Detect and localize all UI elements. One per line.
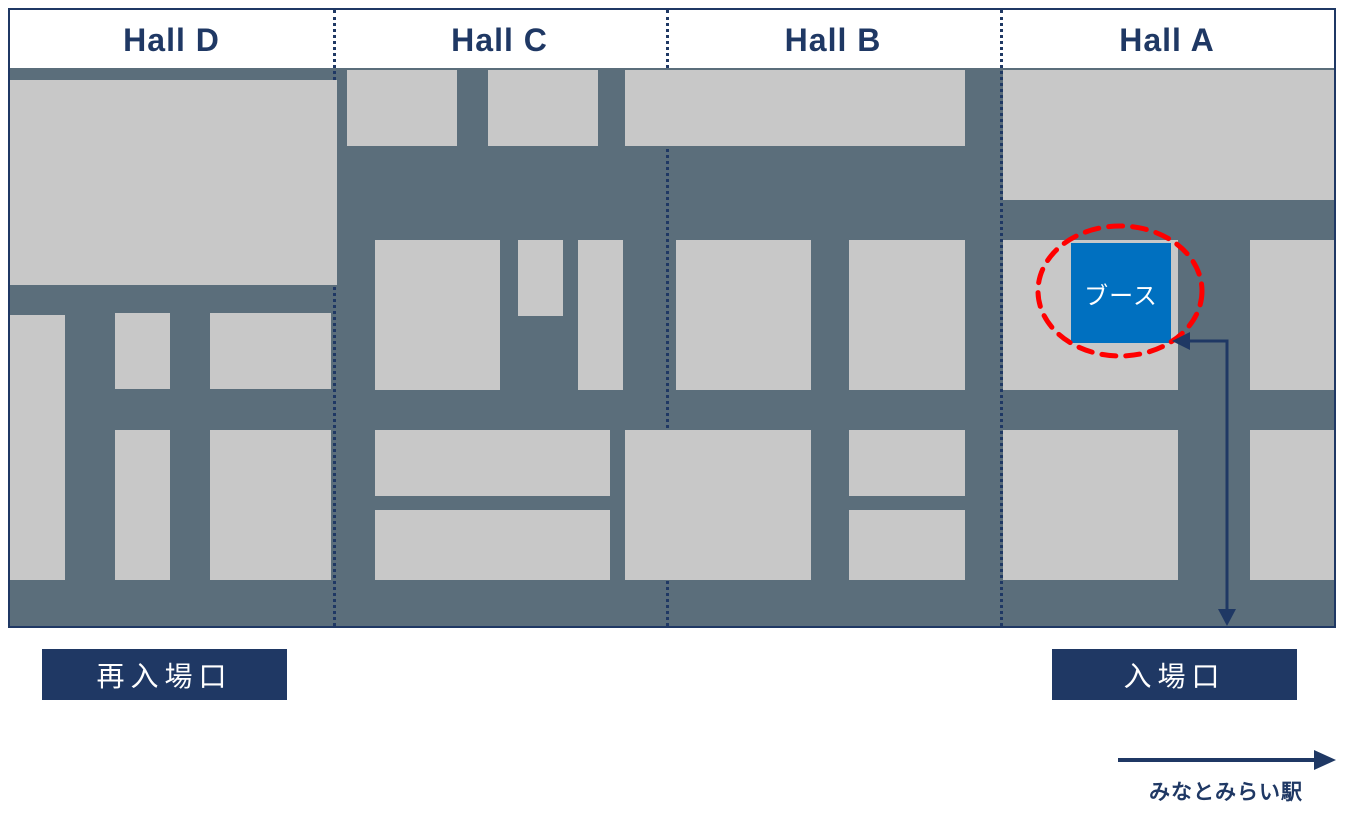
highlighted-booth-label: ブース <box>1084 282 1158 310</box>
hall-divider-b-a <box>1000 10 1003 626</box>
booth <box>210 430 331 580</box>
reentry-gate-text: 再入場口 <box>96 660 233 692</box>
booth <box>347 70 457 146</box>
booth <box>375 510 610 580</box>
booth <box>625 430 811 580</box>
booth <box>676 240 811 390</box>
booth <box>115 430 170 580</box>
entrance-gate-label: 入場口 <box>1052 649 1297 700</box>
hall-label-b: Hall B <box>784 22 882 58</box>
booth <box>375 430 610 496</box>
hall-divider-d-c <box>333 10 336 626</box>
station-arrow-icon <box>1118 750 1336 770</box>
hall-label-a: Hall A <box>1119 22 1215 58</box>
booth <box>210 313 331 389</box>
floor-map: Hall D Hall C Hall B Hall A <box>8 8 1336 628</box>
booth <box>518 240 563 316</box>
booth <box>849 430 965 496</box>
booth <box>1250 240 1334 390</box>
booth <box>1003 70 1334 200</box>
booth <box>849 510 965 580</box>
booth <box>849 240 965 390</box>
booth <box>375 240 500 390</box>
booth <box>1250 430 1334 580</box>
hall-divider-c-b <box>666 10 669 626</box>
reentry-gate-label: 再入場口 <box>42 649 287 700</box>
hall-label-c: Hall C <box>451 22 548 58</box>
booth <box>578 240 623 390</box>
booth <box>625 70 965 146</box>
hall-label-d: Hall D <box>123 22 220 58</box>
station-label: みなとみらい駅 <box>1149 781 1303 804</box>
booth <box>10 315 65 580</box>
booth <box>1003 430 1178 580</box>
highlighted-booth: ブース <box>1071 243 1171 343</box>
entrance-gate-text: 入場口 <box>1123 660 1226 692</box>
booth <box>115 313 170 389</box>
booth <box>10 80 337 285</box>
booth <box>488 70 598 146</box>
